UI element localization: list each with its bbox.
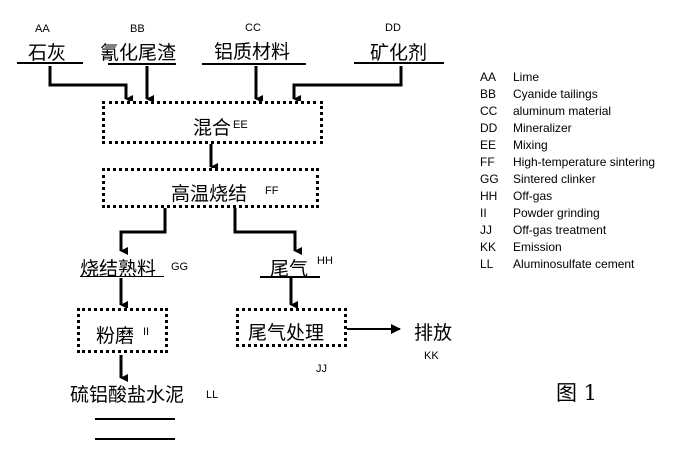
legend-code: II: [480, 206, 487, 220]
product-underline-1: [95, 418, 175, 420]
legend-code: JJ: [480, 223, 492, 237]
legend-item: EE Mixing: [480, 138, 655, 155]
legend-code: KK: [480, 240, 497, 254]
legend-code: DD: [480, 121, 498, 135]
sintering-code: FF: [265, 185, 279, 197]
legend-code: CC: [480, 104, 498, 118]
legend-text: High-temperature sintering: [513, 155, 656, 169]
legend: AA Lime BB Cyanide tailings CC aluminum mat…: [480, 70, 655, 274]
legend-item: II Powder grinding: [480, 206, 655, 223]
legend-text: Cyanide tailings: [513, 87, 598, 101]
legend-code: FF: [480, 155, 495, 169]
legend-code: GG: [480, 172, 499, 186]
legend-text: Lime: [513, 70, 540, 84]
product-underline-2: [95, 438, 175, 440]
input-code-tailings: BB: [130, 23, 145, 35]
legend-item: LL Aluminosulfate cement: [480, 257, 655, 274]
legend-text: aluminum material: [513, 104, 612, 118]
grinding-label: 粉磨: [96, 325, 135, 347]
legend-code: HH: [480, 189, 498, 203]
underline-tailings: [108, 63, 176, 65]
input-code-lime: AA: [35, 23, 50, 35]
legend-text: Mixing: [513, 138, 548, 152]
product-label: 硫铝酸盐水泥: [70, 384, 185, 406]
mixing-code: EE: [233, 119, 248, 131]
clinker-code: GG: [171, 261, 189, 273]
legend-item: FF High-temperature sintering: [480, 155, 655, 172]
legend-text: Aluminosulfate cement: [513, 257, 635, 271]
arrow-mineralizer-to-mixing: [292, 66, 403, 103]
offgas-label: 尾气: [270, 258, 309, 280]
legend-item: GG Sintered clinker: [480, 172, 655, 189]
legend-item: CC aluminum material: [480, 104, 655, 121]
legend-item: KK Emission: [480, 240, 655, 257]
product-code: LL: [206, 389, 219, 401]
underline-aluminum: [202, 63, 306, 65]
legend-code: EE: [480, 138, 497, 152]
figure-label: 图 1: [556, 381, 598, 405]
legend-text: Mineralizer: [513, 121, 572, 135]
arrow-lime-to-mixing: [48, 66, 133, 103]
input-label-mineralizer: 矿化剂: [370, 42, 428, 64]
input-code-mineralizer: DD: [385, 22, 401, 34]
arrow-sintering-to-offgas: [233, 208, 302, 255]
legend-item: JJ Off-gas treatment: [480, 223, 655, 240]
sintering-box: 高温烧结 FF: [102, 168, 319, 208]
clinker-label: 烧结熟料: [80, 258, 157, 280]
input-label-lime: 石灰: [28, 42, 67, 64]
emission-code: KK: [424, 350, 439, 362]
underline-offgas: [260, 276, 320, 278]
treatment-label: 尾气处理: [248, 322, 325, 344]
grinding-code: II: [143, 326, 150, 338]
underline-lime: [17, 62, 83, 64]
legend-code: BB: [480, 87, 497, 101]
treatment-code: JJ: [316, 363, 327, 375]
grinding-box: 粉磨 II: [77, 308, 168, 353]
emission-label: 排放: [414, 322, 453, 344]
legend-text: Off-gas: [513, 189, 553, 203]
legend-text: Emission: [513, 240, 562, 254]
input-label-aluminum: 铝质材料: [214, 41, 291, 63]
input-label-tailings: 氰化尾渣: [100, 42, 177, 64]
legend-text: Sintered clinker: [513, 172, 596, 186]
underline-mineralizer: [354, 62, 444, 64]
legend-item: BB Cyanide tailings: [480, 87, 655, 104]
legend-item: DD Mineralizer: [480, 121, 655, 138]
sintering-label: 高温烧结: [171, 183, 248, 205]
treatment-box: 尾气处理: [236, 308, 347, 347]
mixing-box: 混合 EE: [102, 101, 323, 144]
legend-text: Powder grinding: [513, 206, 600, 220]
legend-code: LL: [480, 257, 494, 271]
offgas-code: HH: [317, 255, 333, 267]
arrow-sintering-to-clinker: [119, 208, 167, 255]
legend-text: Off-gas treatment: [513, 223, 607, 237]
legend-item: HH Off-gas: [480, 189, 655, 206]
legend-item: AA Lime: [480, 70, 655, 87]
underline-clinker: [80, 276, 164, 277]
mixing-label: 混合: [193, 117, 232, 139]
legend-code: AA: [480, 70, 497, 84]
input-code-aluminum: CC: [245, 22, 261, 34]
